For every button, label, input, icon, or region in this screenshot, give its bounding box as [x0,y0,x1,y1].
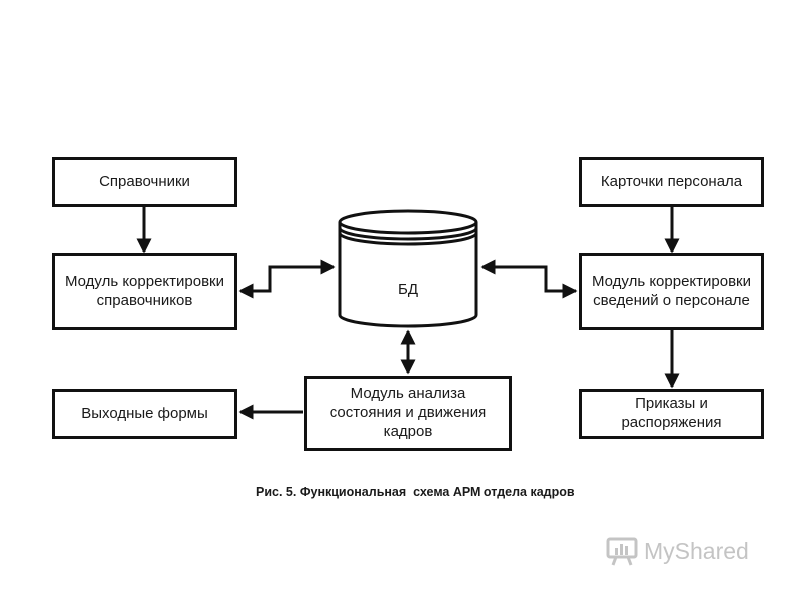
node-spravochniki: Справочники [52,157,237,207]
node-vykhodnye-formy: Выходные формы [52,389,237,439]
node-kartochki-personala: Карточки персонала [579,157,764,207]
node-label: Выходные формы [81,404,208,422]
node-modul-analiza: Модуль анализа состояния и движения кадр… [304,376,512,451]
figure-caption: Рис. 5. Функциональная схема АРМ отдела … [256,485,575,499]
presentation-chart-icon [606,537,638,566]
node-label: Модуль анализа [350,385,466,403]
watermark-text: MyShared [644,537,749,564]
node-label: Приказы и [635,395,708,413]
node-modul-korrektirovki-svedeniy: Модуль корректировки сведений о персонал… [579,253,764,330]
node-label: справочников [96,291,193,309]
watermark-logo: MyShared [606,536,749,566]
node-prikazy: Приказы и распоряжения [579,389,764,439]
node-label: состояния и движения [329,404,487,422]
node-modul-korrektirovki-spravochnikov: Модуль корректировки справочников [52,253,237,330]
node-label: Карточки персонала [600,172,743,190]
node-label: распоряжения [621,414,722,431]
node-label: кадров [383,422,433,440]
arrow-bd-modul-personala [480,259,578,299]
node-label: сведений о персонале [593,291,750,309]
node-bd-label: БД [397,281,418,298]
node-label: Модуль корректировки [64,272,224,290]
arrow-modul-spravochnikov-bd [238,259,336,299]
node-label: Модуль корректировки [591,272,751,290]
node-label: Справочники [99,172,190,190]
database-cylinder [338,209,478,328]
